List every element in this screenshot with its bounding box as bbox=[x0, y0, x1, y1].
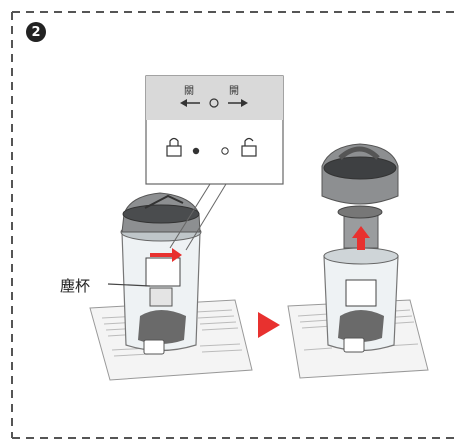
lock-icon bbox=[166, 137, 182, 157]
open-dot-icon bbox=[221, 147, 229, 155]
label-leader-line bbox=[107, 283, 151, 287]
unlock-icon bbox=[241, 137, 257, 157]
step-number-badge: 2 bbox=[26, 22, 46, 42]
dashed-frame bbox=[11, 11, 458, 439]
dust-cup-label: 塵杯 bbox=[60, 277, 91, 295]
dust-cup-right bbox=[323, 247, 399, 353]
position-indicator-icon bbox=[209, 98, 219, 108]
callout-close-label: 關 bbox=[184, 86, 194, 97]
closed-dot-icon bbox=[192, 147, 200, 155]
dust-cup-left bbox=[120, 192, 202, 355]
next-step-arrow-icon bbox=[258, 312, 280, 338]
detail-callout bbox=[145, 75, 284, 185]
motor-head-right bbox=[321, 143, 399, 250]
lift-arrow-icon bbox=[352, 226, 370, 250]
callout-connectors bbox=[169, 183, 227, 251]
callout-open-label: 開 bbox=[229, 86, 239, 97]
slide-arrow-icon bbox=[150, 248, 182, 262]
